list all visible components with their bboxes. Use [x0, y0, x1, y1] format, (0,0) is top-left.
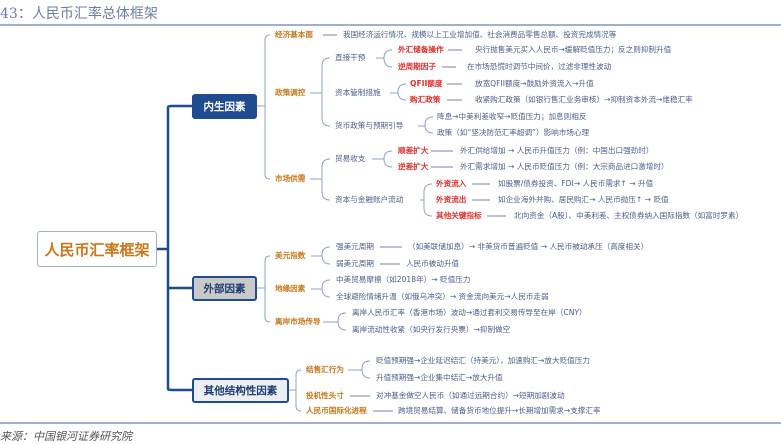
fx-purchase-desc: 收紧购汇政策（如银行售汇业务审核）→抑制资本外流→维稳汇率: [475, 95, 693, 104]
strong-usd-label: 强美元周期: [336, 242, 374, 251]
capital-control-label: 资本管制措施: [335, 88, 381, 97]
bottom-divider: [0, 422, 781, 424]
inflow-label: 外资流入: [436, 179, 467, 188]
fx-reserve-label: 外汇储备操作: [398, 45, 444, 54]
fx-purchase-label: 购汇政策: [410, 95, 441, 104]
trade-label: 贸易收支: [335, 154, 366, 163]
top-divider: [0, 24, 781, 26]
market-label: 市场供需: [275, 174, 306, 183]
capital-flow-label: 资本与金融账户流动: [335, 195, 404, 204]
fx-settlement-label: 结售汇行为: [306, 365, 344, 374]
weak-usd-label: 弱美元周期: [336, 259, 374, 268]
offshore-item: 离岸人民币汇率（香港市场）波动→通过套利交易传导至在岸（CNY）: [352, 308, 587, 317]
key-indicators-desc: 北向资金（A股）、中美利差、主权债券纳入国际指数（如富时罗素）: [514, 211, 744, 220]
deficit-desc: 外汇需求增加 → 人民币贬值压力（例：大宗商品进口激增时）: [460, 162, 669, 171]
fx-settlement-item: 贬值预期强→企业延迟结汇（持美元），加速购汇→放大贬值压力: [376, 356, 590, 365]
weak-usd-desc: 人民币被动升值: [406, 259, 460, 268]
internal-factors-node: 内生因素: [192, 94, 257, 119]
offshore-label: 离岸市场传导: [275, 317, 321, 326]
speculative-label: 投机性头寸: [306, 391, 344, 400]
geo-item: 全球避险情绪升温（如俄乌冲突）→ 资金流向美元→人民币走弱: [336, 292, 549, 301]
internationalization-desc: 跨境贸易结算、储备货币地位提升→长期增加需求→支撑汇率: [398, 406, 601, 415]
surplus-label: 顺差扩大: [398, 146, 429, 155]
inflow-desc: 如股票/债券投资、FDI→ 人民币需求↑ → 升值: [498, 179, 654, 188]
key-indicators-label: 其他关键指标: [436, 211, 482, 220]
monetary-policy-label: 货币政策与预期引导: [335, 121, 404, 130]
figure-title: 43：人民币汇率总体框架: [0, 6, 158, 22]
deficit-label: 逆差扩大: [398, 162, 429, 171]
root-node: 人民币汇率框架: [37, 231, 157, 267]
qfii-label: QFII额度: [410, 79, 443, 88]
offshore-item: 离岸流动性收紧（如央行发行央票）→抑制做空: [352, 325, 511, 334]
speculative-desc: 对冲基金做空人民币（如通过远期合约）→短期加剧波动: [376, 391, 565, 400]
policy-label: 政策调控: [275, 88, 306, 97]
monetary-item: 降息→中美利差收窄→贬值压力；加息则相反: [437, 112, 587, 121]
fundamentals-label: 经济基本面: [275, 30, 313, 39]
outflow-label: 外资流出: [436, 195, 467, 204]
internationalization-label: 人民币国际化进程: [306, 406, 367, 415]
geo-item: 中美贸易摩擦（如2018年）→ 贬值压力: [336, 275, 471, 284]
usd-index-label: 美元指数: [275, 251, 306, 260]
geopolitics-label: 地缘因素: [275, 284, 306, 293]
countercyclical-label: 逆周期因子: [398, 62, 436, 71]
fundamentals-desc: 我国经济运行情况、规模以上工业增加值、社会消费品零售总额、投资完成情况等: [343, 30, 617, 39]
qfii-desc: 放宽QFII额度→鼓励外资流入→升值: [475, 79, 594, 88]
monetary-item: 政策（如“坚决防范汇率超调”）影响市场心理: [437, 128, 590, 137]
direct-intervention-label: 直接干预: [335, 53, 366, 62]
surplus-desc: 外汇供给增加 → 人民币升值压力（例：中国出口强劲时）: [460, 146, 654, 155]
countercyclical-desc: 在市场恐慌时调节中间价，过滤非理性波动: [467, 62, 612, 71]
outflow-desc: 如企业海外并购、居民购汇→ 人民币抛压↑ → 贬值: [498, 195, 669, 204]
structural-factors-node: 其他结构性因素: [192, 378, 289, 403]
external-factors-node: 外部因素: [192, 276, 257, 301]
fx-reserve-desc: 央行抛售美元买入人民币→缓解贬值压力；反之则抑制升值: [475, 45, 672, 54]
strong-usd-desc: （如美联储加息）→ 非美货币普遍贬值 → 人民币被动承压（高度相关）: [408, 242, 649, 251]
fx-settlement-item: 升值预期强→企业集中结汇→放大升值: [376, 373, 503, 382]
